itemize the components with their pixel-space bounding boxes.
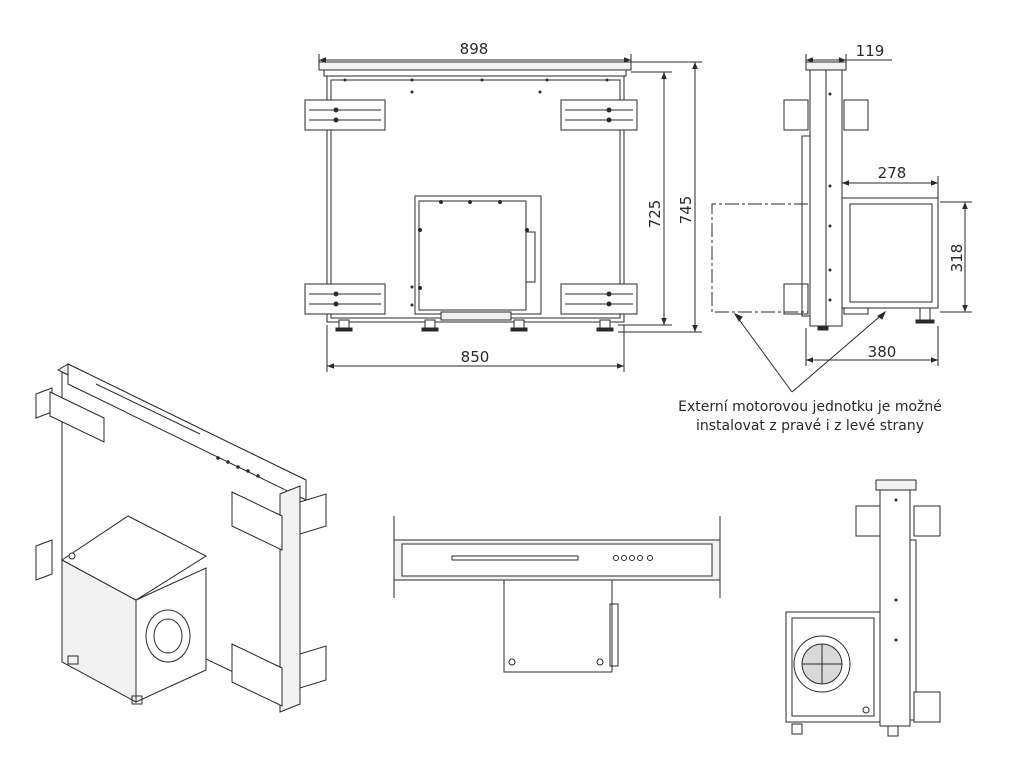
top-view bbox=[393, 516, 721, 673]
dim-height-outer: 745 bbox=[677, 196, 695, 225]
side-dimension-lines bbox=[733, 54, 972, 393]
installation-note: Externí motorovou jednotku je možné inst… bbox=[640, 398, 980, 436]
front-dimension-lines bbox=[318, 54, 702, 372]
bracket-bottom-right bbox=[560, 283, 638, 315]
isometric-view bbox=[35, 363, 327, 713]
side-view-right bbox=[785, 479, 941, 737]
bracket-top-right bbox=[560, 99, 638, 131]
feet-front bbox=[335, 319, 614, 332]
dim-motor-height: 318 bbox=[948, 244, 966, 273]
bracket-bottom-left bbox=[304, 283, 386, 315]
front-view bbox=[304, 61, 638, 332]
dim-depth-top: 119 bbox=[856, 42, 885, 60]
note-line-1: Externí motorovou jednotku je možné bbox=[678, 399, 942, 415]
bracket-top-left bbox=[304, 99, 386, 131]
note-line-2: instalovat z pravé i z levé strany bbox=[695, 418, 925, 434]
dim-width-bottom: 850 bbox=[461, 348, 490, 366]
side-view bbox=[711, 61, 939, 331]
dim-height-inner: 725 bbox=[646, 200, 664, 229]
dim-motor-offset: 380 bbox=[868, 343, 897, 361]
dim-width-top: 898 bbox=[460, 40, 489, 58]
motor-box-front bbox=[414, 195, 542, 321]
dim-motor-width: 278 bbox=[878, 164, 907, 182]
